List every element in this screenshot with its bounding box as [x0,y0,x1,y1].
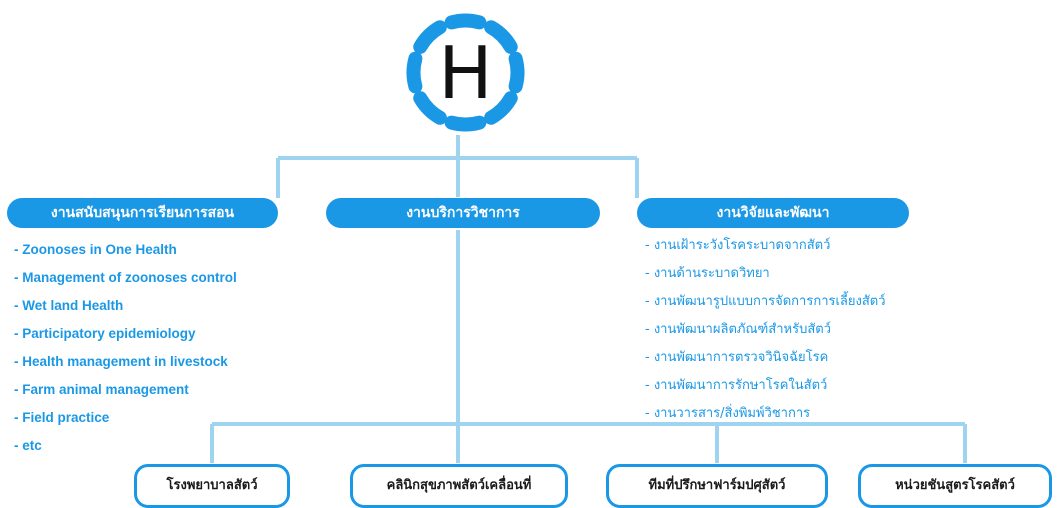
list-item: - งานด้านระบาดวิทยา [645,266,770,281]
logo-ring-segment [508,51,525,94]
logo-ring-segment [413,91,447,125]
list-item: - Field practice [14,410,110,425]
node-research-development: งานวิจัยและพัฒนา [637,198,909,228]
logo-ring-segment [444,115,487,132]
list-item: - งานวารสาร/สิ่งพิมพ์วิชาการ [645,406,811,421]
list-item: - งานพัฒนาการตรวจวินิจฉัยโรค [645,350,829,365]
unit-livestock-advisory-team: ทีมที่ปรึกษาฟาร์มปศุสัตว์ [606,464,828,508]
list-item: - Farm animal management [14,382,189,397]
logo-ring-segment [413,20,447,54]
list-item: - Participatory epidemiology [14,326,196,341]
list-item: - Management of zoonoses control [14,270,237,285]
list-item: - งานเฝ้าระวังโรคระบาดจากสัตว์ [645,238,831,253]
unit-diagnostic-lab: หน่วยชันสูตรโรคสัตว์ [858,464,1052,508]
list-item: - etc [14,438,42,453]
list-item: - งานพัฒนาผลิตภัณฑ์สำหรับสัตว์ [645,322,832,337]
list-item: - งานพัฒนาการรักษาโรคในสัตว์ [645,378,828,393]
logo: H [403,10,528,135]
list-item: - Wet land Health [14,298,124,313]
list-item: - Zoonoses in One Health [14,242,177,257]
list-item: - Health management in livestock [14,354,228,369]
logo-ring-segment [484,91,518,125]
logo-ring-segment [484,20,518,54]
node-teaching-support: งานสนับสนุนการเรียนการสอน [7,198,278,228]
list-item: - งานพัฒนารูปแบบการจัดการการเลี้ยงสัตว์ [645,294,886,309]
node-academic-service: งานบริการวิชาการ [326,198,600,228]
logo-ring-segment [444,13,487,30]
logo-ring-icon [406,13,525,132]
logo-letter: H [438,30,493,115]
unit-animal-hospital: โรงพยาบาลสัตว์ [134,464,290,508]
unit-mobile-clinic: คลินิกสุขภาพสัตว์เคลื่อนที่ [350,464,568,508]
logo-ring-segment [406,51,423,94]
